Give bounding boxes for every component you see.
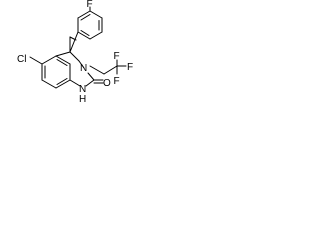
bond	[69, 31, 79, 53]
fluorophenyl-ring	[77, 6, 103, 40]
double-bond	[80, 14, 91, 21]
bond	[87, 72, 95, 81]
atom-label-cf3-f-top: F	[114, 51, 120, 62]
bond	[55, 79, 71, 89]
bond	[69, 79, 81, 87]
double-bond	[80, 30, 90, 36]
bond	[85, 79, 95, 87]
bond	[89, 31, 103, 40]
atom-label-nitrogen-amide: N	[79, 84, 86, 95]
bond	[78, 60, 85, 69]
bond	[89, 10, 103, 19]
atom-label-hydrogen-amide: H	[79, 94, 86, 105]
atom-label-oxygen: O	[103, 78, 111, 89]
atom-label-chlorine: Cl	[17, 54, 26, 65]
quaternary-center	[55, 31, 80, 62]
atom-label-cf3-f-bottom: F	[114, 76, 120, 87]
molecule-structure: F Cl N N H O F F F	[17, 0, 133, 105]
bond	[69, 36, 77, 41]
bond	[77, 10, 91, 19]
bond	[69, 51, 80, 62]
bond	[29, 56, 43, 65]
heterocycle-ring	[69, 60, 104, 87]
bond	[89, 65, 105, 75]
bond	[55, 51, 71, 57]
double-bond	[56, 59, 68, 66]
trifluoroethyl-chain	[89, 59, 127, 75]
benzo-ring	[29, 55, 71, 89]
atom-label-cf3-f-right: F	[127, 62, 133, 73]
bond	[41, 79, 57, 89]
bond	[77, 31, 91, 40]
bond	[55, 55, 71, 65]
bond	[41, 55, 57, 65]
atom-label-fluorine: F	[87, 0, 93, 10]
atom-label-nitrogen-ring: N	[80, 63, 87, 74]
bond	[103, 65, 118, 75]
double-bond	[56, 78, 68, 85]
